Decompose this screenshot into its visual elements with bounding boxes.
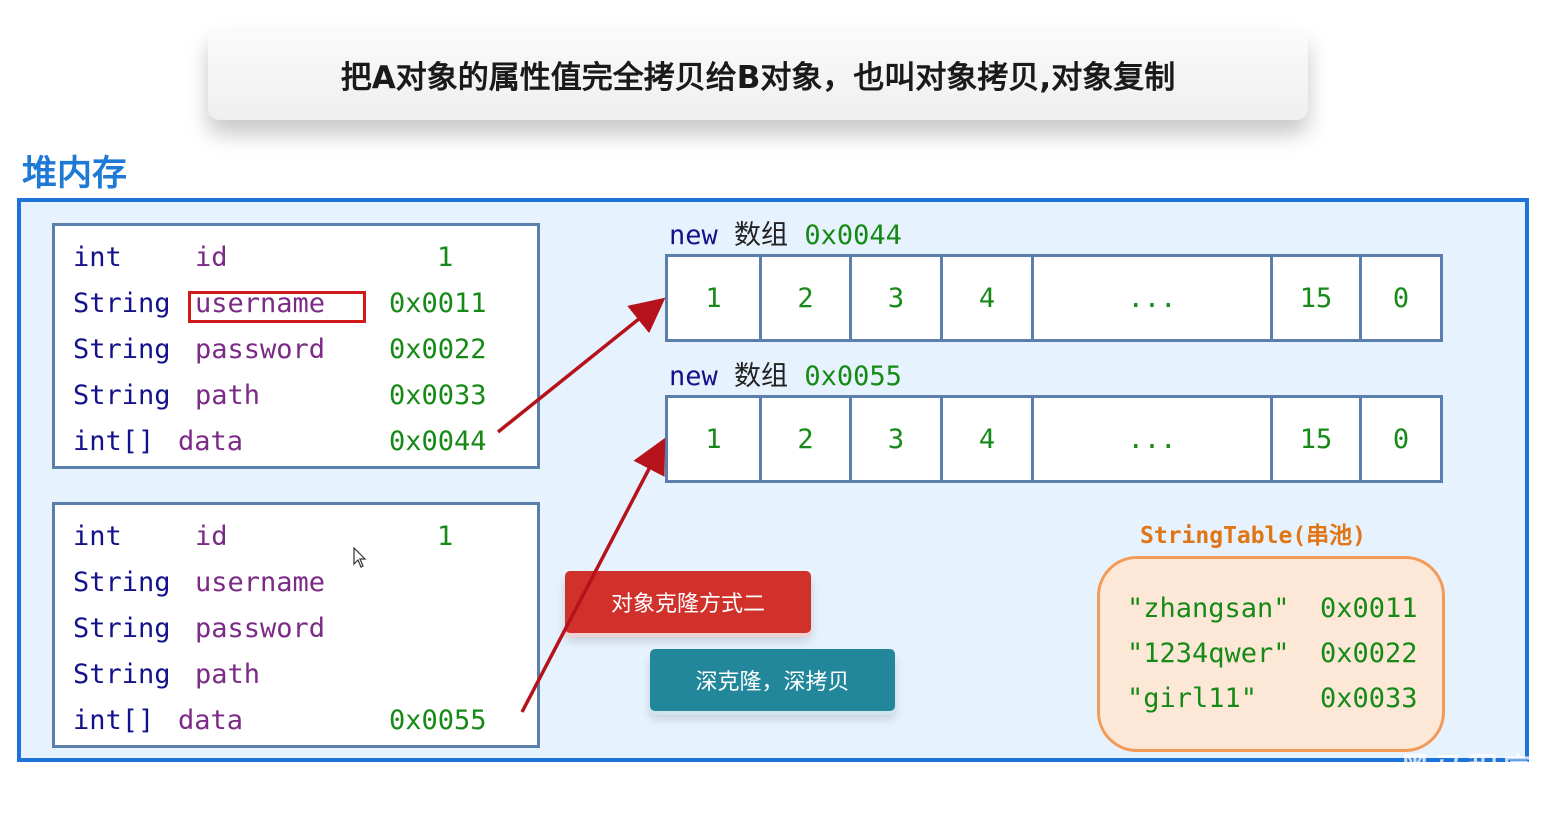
field-value: 1 [437, 242, 454, 273]
field-row: int[] data 0x0044 [73, 422, 543, 462]
array-cell: 4 [943, 257, 1034, 339]
field-type: int [73, 242, 122, 273]
field-value: 0x0022 [389, 334, 487, 365]
array-cell: 3 [852, 257, 943, 339]
array-cell: ... [1034, 257, 1273, 339]
field-name: data [178, 705, 244, 736]
array-cell: 15 [1273, 398, 1362, 480]
watermark: 黑马程序员 [1400, 752, 1536, 831]
clone-method-button[interactable]: 对象克隆方式二 [565, 571, 811, 633]
array-keyword: new [669, 361, 718, 392]
field-value: 0x0055 [389, 705, 487, 736]
string-table-row: "zhangsan" 0x0011 [1127, 589, 1447, 629]
field-value: 0x0033 [389, 380, 487, 411]
field-name: path [195, 380, 261, 411]
field-value: 0x0044 [389, 426, 487, 457]
string-literal: "1234qwer" [1127, 638, 1290, 669]
array-cell: 0 [1392, 282, 1410, 314]
array-cell: 2 [762, 398, 852, 480]
field-name: username [195, 567, 326, 598]
string-address: 0x0033 [1320, 683, 1418, 714]
string-table-row: "1234qwer" 0x0022 [1127, 634, 1447, 674]
array-cell: 1 [668, 398, 762, 480]
field-row: String password [73, 609, 543, 649]
field-type: int[] [73, 426, 155, 457]
field-type: String [73, 567, 171, 598]
field-row: int id 1 [73, 238, 543, 278]
field-name: password [195, 613, 326, 644]
field-type: String [73, 659, 171, 690]
string-literal: "zhangsan" [1127, 593, 1290, 624]
array-cell: 2 [762, 257, 852, 339]
field-name: path [195, 659, 261, 690]
array-cell: 1 [668, 257, 762, 339]
string-table-title: StringTable(串池) [1140, 523, 1367, 549]
heap-label: 堆内存 [22, 154, 128, 194]
field-type: String [73, 613, 171, 644]
field-value: 1 [437, 521, 454, 552]
array-cell: 4 [943, 398, 1034, 480]
array-type-label: 数组 [734, 220, 789, 251]
array-cell: 15 [1273, 257, 1362, 339]
string-literal: "girl11" [1127, 683, 1258, 714]
highlight-box [188, 291, 366, 323]
field-name: data [178, 426, 244, 457]
string-address: 0x0011 [1320, 593, 1418, 624]
title-banner: 把A对象的属性值完全拷贝给B对象，也叫对象拷贝,对象复制 [208, 28, 1308, 120]
field-name: id [195, 242, 228, 273]
array-keyword: new [669, 220, 718, 251]
array-cell: 0 [1392, 423, 1410, 455]
field-row: String password 0x0022 [73, 330, 543, 370]
field-value: 0x0011 [389, 288, 487, 319]
array-type-label: 数组 [734, 361, 789, 392]
object-a: int id 1 String username 0x0011 String p… [52, 223, 540, 469]
field-row: String path [73, 655, 543, 695]
array-address: 0x0044 [804, 220, 902, 251]
field-type: String [73, 288, 171, 319]
deep-clone-button[interactable]: 深克隆，深拷贝 [650, 649, 895, 711]
field-name: id [195, 521, 228, 552]
string-table-row: "girl11" 0x0033 [1127, 679, 1447, 719]
field-row: int id 1 [73, 517, 543, 557]
array-0055: 1 2 3 4 ... 15 0 [665, 395, 1443, 483]
field-type: String [73, 380, 171, 411]
field-row: String username [73, 563, 543, 603]
object-b: int id 1 String username String password… [52, 502, 540, 748]
field-type: int[] [73, 705, 155, 736]
string-address: 0x0022 [1320, 638, 1418, 669]
array-label: new 数组 0x0044 [669, 213, 902, 252]
array-cell: 3 [852, 398, 943, 480]
mouse-cursor-icon [353, 547, 367, 568]
field-type: String [73, 334, 171, 365]
string-table: "zhangsan" 0x0011 "1234qwer" 0x0022 "gir… [1097, 556, 1445, 752]
field-row: int[] data 0x0055 [73, 701, 543, 741]
array-label: new 数组 0x0055 [669, 354, 902, 393]
array-0044: 1 2 3 4 ... 15 0 [665, 254, 1443, 342]
array-address: 0x0055 [804, 361, 902, 392]
field-name: password [195, 334, 326, 365]
field-type: int [73, 521, 122, 552]
field-row: String path 0x0033 [73, 376, 543, 416]
array-cell: ... [1034, 398, 1273, 480]
